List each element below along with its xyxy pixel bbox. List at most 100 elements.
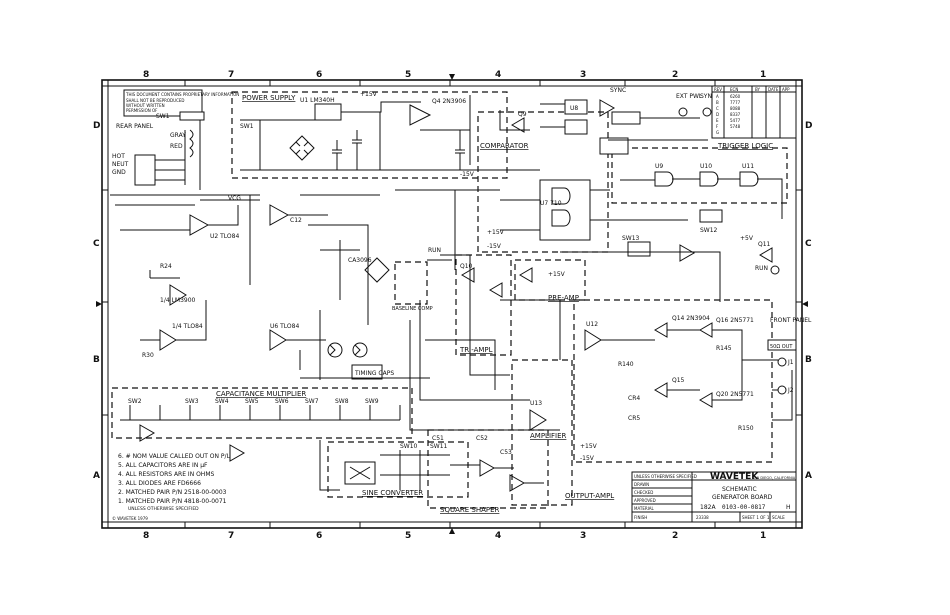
zone-bottom-5: 5 xyxy=(405,531,411,541)
svg-text:F: F xyxy=(716,124,719,129)
zone-top-2: 2 xyxy=(672,70,678,80)
drawing-border xyxy=(101,79,803,529)
sw1-label: SW1 xyxy=(156,113,170,120)
svg-text:TRIGGER LOGIC: TRIGGER LOGIC xyxy=(717,142,773,150)
svg-text:SW3: SW3 xyxy=(185,398,199,405)
svg-text:SW5: SW5 xyxy=(245,398,259,405)
svg-text:SYNC: SYNC xyxy=(610,87,626,94)
zone-right-C: C xyxy=(805,239,812,249)
svg-text:+15V: +15V xyxy=(548,271,566,278)
svg-text:FRONT PANEL: FRONT PANEL xyxy=(770,317,812,324)
svg-text:182A: 182A xyxy=(700,504,716,511)
svg-text:D: D xyxy=(716,112,719,117)
svg-text:TRI-AMPL: TRI-AMPL xyxy=(459,346,493,354)
svg-text:+15V: +15V xyxy=(360,91,378,98)
svg-text:REV: REV xyxy=(714,87,722,92)
sine-square-section: SINE CONVERTER SW10 SW11 SQUARE SHAPER C… xyxy=(327,429,549,514)
zone-bottom-3: 3 xyxy=(580,531,586,541)
timing-section: U6 TLO84 CA3096 BASELINE COMP TIMING CAP… xyxy=(269,189,456,380)
vcg-label: VCG xyxy=(228,195,241,202)
svg-text:23338: 23338 xyxy=(696,515,709,520)
trigger-logic-section: TRIGGER LOGIC U9 U10 U11 SW12 SW13 Q11 R… xyxy=(599,137,788,275)
svg-text:COMPARATOR: COMPARATOR xyxy=(480,142,529,150)
svg-text:NEUT: NEUT xyxy=(112,161,129,168)
svg-text:+15V: +15V xyxy=(580,443,598,450)
zone-left-D: D xyxy=(93,121,100,131)
zone-left-A: A xyxy=(93,471,100,481)
zone-top-1: 1 xyxy=(760,70,766,80)
svg-text:8337: 8337 xyxy=(730,112,741,117)
svg-text:U6 TLO84: U6 TLO84 xyxy=(270,323,299,330)
svg-text:Q16 2N5771: Q16 2N5771 xyxy=(716,317,754,324)
svg-text:SCHEMATIC: SCHEMATIC xyxy=(722,486,757,493)
svg-text:© WAVETEK 1979: © WAVETEK 1979 xyxy=(112,516,148,521)
svg-text:C53: C53 xyxy=(500,449,512,456)
svg-text:DATE: DATE xyxy=(768,87,779,92)
svg-text:SW12: SW12 xyxy=(700,227,718,234)
svg-text:4. ALL RESISTORS ARE IN OHMS: 4. ALL RESISTORS ARE IN OHMS xyxy=(118,471,214,478)
rear-panel-section: REAR PANEL SW1 GRAY RED HOT NEUT GND xyxy=(112,111,205,190)
svg-text:SW1: SW1 xyxy=(240,123,254,130)
zone-bottom-1: 1 xyxy=(760,531,766,541)
zone-bottom-2: 2 xyxy=(672,531,678,541)
svg-text:PRE-AMP: PRE-AMP xyxy=(548,294,579,302)
svg-text:Q14 2N3904: Q14 2N3904 xyxy=(672,315,710,322)
svg-text:GRAY: GRAY xyxy=(170,132,186,139)
svg-text:FINISH: FINISH xyxy=(634,515,647,520)
zone-right-D: D xyxy=(805,121,812,131)
svg-text:SW8: SW8 xyxy=(335,398,349,405)
svg-text:Q10: Q10 xyxy=(460,263,473,270)
svg-text:C12: C12 xyxy=(290,217,302,224)
svg-text:SW4: SW4 xyxy=(215,398,229,405)
svg-text:Q4 2N3906: Q4 2N3906 xyxy=(432,98,466,105)
svg-text:J2: J2 xyxy=(787,387,794,394)
zone-top-3: 3 xyxy=(580,70,586,80)
left-opamps: R24 1/4 LM3900 1/4 TLO84 R30 xyxy=(140,263,207,359)
svg-text:SW9: SW9 xyxy=(365,398,379,405)
rear-panel-label: REAR PANEL xyxy=(116,123,154,130)
svg-text:RUN: RUN xyxy=(755,265,768,272)
svg-text:U9: U9 xyxy=(655,163,663,170)
svg-text:5477: 5477 xyxy=(730,118,741,123)
svg-text:-15V: -15V xyxy=(580,455,595,462)
revision-table: REV ECN BY DATE APP A 6260 B 7777 C 8088… xyxy=(711,85,797,139)
svg-text:2. MATCHED PAIR P/N 2518-00-00: 2. MATCHED PAIR P/N 2518-00-0003 xyxy=(118,489,227,496)
power-supply-section: POWER SUPPLY U1 LM340H Q4 2N3906 +15V -1… xyxy=(231,91,508,179)
svg-text:EXT PWL: EXT PWL xyxy=(676,93,703,100)
svg-text:CR5: CR5 xyxy=(628,415,640,422)
comparator-section: COMPARATOR U7 710 Q9 +15V -15V xyxy=(477,111,610,253)
svg-text:SW11: SW11 xyxy=(430,443,448,450)
zone-right-B: B xyxy=(805,355,812,365)
svg-text:R30: R30 xyxy=(142,352,154,359)
svg-text:1. MATCHED PAIR P/N 4818-00-00: 1. MATCHED PAIR P/N 4818-00-0071 xyxy=(118,498,227,505)
svg-text:7777: 7777 xyxy=(730,100,741,105)
svg-text:THIS DOCUMENT CONTAINS PROPRIE: THIS DOCUMENT CONTAINS PROPRIETARY INFOR… xyxy=(125,92,239,97)
svg-text:PERMISSION OF: PERMISSION OF xyxy=(126,108,158,113)
zone-left-B: B xyxy=(93,355,100,365)
svg-text:J1: J1 xyxy=(787,359,794,366)
svg-text:OUTPUT-AMPL: OUTPUT-AMPL xyxy=(565,492,614,500)
svg-text:SW10: SW10 xyxy=(400,443,418,450)
svg-text:UNLESS OTHERWISE SPECIFIED: UNLESS OTHERWISE SPECIFIED xyxy=(128,506,199,512)
u1-label: U1 LM340H xyxy=(300,97,335,104)
svg-text:Q11: Q11 xyxy=(758,241,771,248)
svg-text:R24: R24 xyxy=(160,263,172,270)
zone-ticks xyxy=(102,80,802,528)
signal-bus-lines xyxy=(300,95,721,491)
svg-text:50Ω OUT: 50Ω OUT xyxy=(770,344,793,350)
svg-text:C: C xyxy=(716,106,719,111)
svg-text:Q9: Q9 xyxy=(518,111,527,118)
svg-text:-15V: -15V xyxy=(487,243,502,250)
svg-text:U12: U12 xyxy=(586,321,598,328)
zone-top-7: 7 xyxy=(228,70,234,80)
svg-text:AMPLIFIER: AMPLIFIER xyxy=(530,432,567,440)
svg-text:-15V: -15V xyxy=(460,171,475,178)
zone-bottom-8: 8 xyxy=(143,531,149,541)
zone-bottom-4: 4 xyxy=(495,531,501,541)
zone-top-4: 4 xyxy=(495,70,501,80)
svg-text:RED: RED xyxy=(170,143,183,150)
company-logo-text: WAVETEK xyxy=(710,472,759,482)
zone-top-6: 6 xyxy=(316,70,322,80)
svg-text:APP: APP xyxy=(782,87,790,92)
